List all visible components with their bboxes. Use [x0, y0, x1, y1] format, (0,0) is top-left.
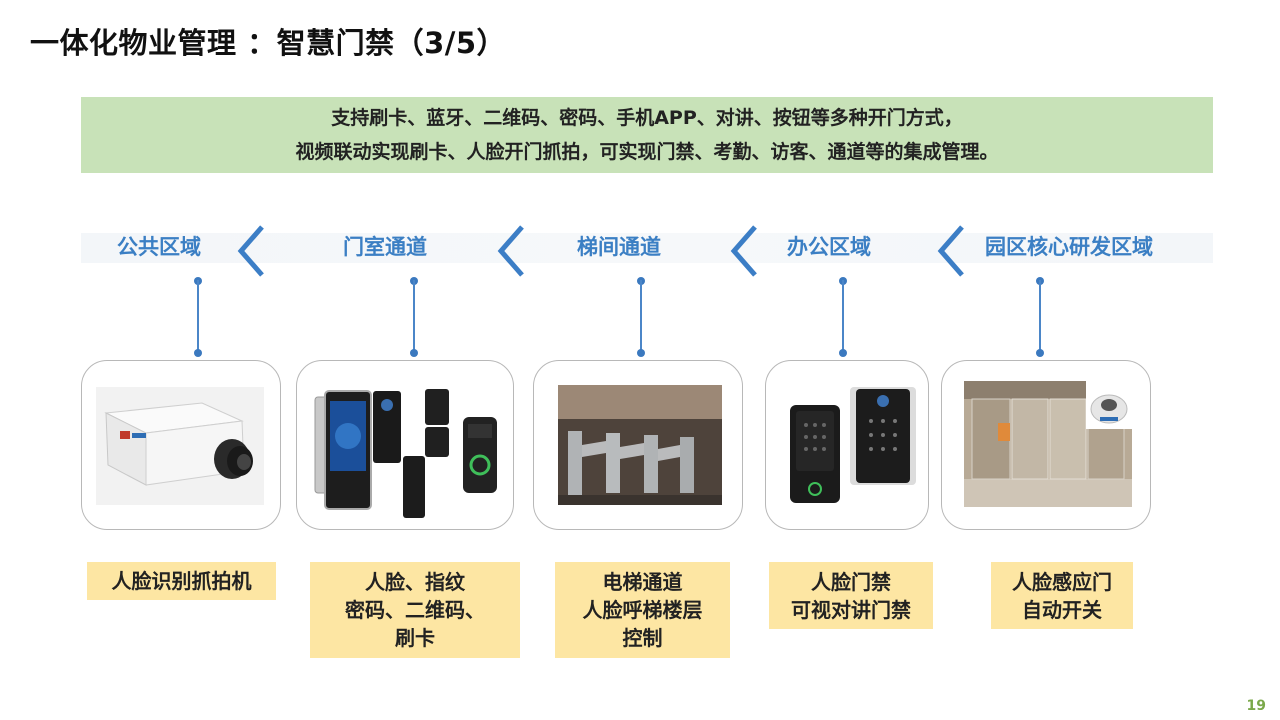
elevator-gates-image: [558, 385, 722, 505]
device-card-sensor-door: [941, 360, 1151, 530]
device-label-face-access: 人脸门禁 可视对讲门禁: [769, 562, 933, 629]
device-card-access-panels: [296, 360, 514, 530]
connector-dot: [410, 349, 418, 357]
area-label-core-rd: 园区核心研发区域: [985, 235, 1153, 259]
connector-dot: [637, 349, 645, 357]
banner-line-2: 视频联动实现刷卡、人脸开门抓拍，可实现门禁、考勤、访客、通道等的集成管理。: [295, 141, 999, 163]
area-label-public: 公共区域: [117, 235, 201, 259]
device-label-face-camera: 人脸识别抓拍机: [87, 562, 276, 600]
summary-banner: 支持刷卡、蓝牙、二维码、密码、手机APP、对讲、按钮等多种开门方式， 视频联动实…: [81, 97, 1213, 173]
device-label-line: 自动开关: [1022, 597, 1102, 622]
device-label-elevator-gates: 电梯通道 人脸呼梯楼层 控制: [555, 562, 730, 658]
device-card-elevator-gates: [533, 360, 743, 530]
chevron-left-icon: [497, 225, 524, 277]
device-label-line: 可视对讲门禁: [791, 597, 911, 622]
sensor-door-image: [964, 381, 1132, 507]
face-capture-camera-image: [96, 387, 264, 505]
banner-line-1: 支持刷卡、蓝牙、二维码、密码、手机APP、对讲、按钮等多种开门方式，: [331, 107, 963, 129]
area-band: [81, 233, 1213, 263]
face-access-panels-image: [790, 387, 916, 503]
connector-line: [197, 280, 199, 353]
device-label-line: 人脸、指纹: [365, 570, 465, 594]
device-card-face-access: [765, 360, 929, 530]
connector-line: [413, 280, 415, 353]
device-label-line: 人脸识别抓拍机: [111, 569, 252, 593]
connector-dot: [1036, 349, 1044, 357]
area-label-office: 办公区域: [787, 235, 871, 259]
connector-line: [842, 280, 844, 353]
device-label-line: 人脸门禁: [811, 569, 891, 594]
device-label-line: 电梯通道: [602, 570, 683, 594]
device-label-line: 人脸呼梯楼层: [582, 598, 703, 622]
page-number: 19: [1246, 698, 1266, 714]
device-label-line: 人脸感应门: [1012, 569, 1112, 594]
connector-line: [640, 280, 642, 353]
device-label-line: 密码、二维码、: [345, 598, 485, 622]
area-label-door-passage: 门室通道: [343, 235, 427, 259]
connector-dot: [194, 349, 202, 357]
device-label-line: 控制: [622, 626, 663, 650]
access-panels-image: [314, 389, 497, 518]
connector-dot: [839, 349, 847, 357]
area-label-stair-passage: 梯间通道: [577, 235, 661, 259]
device-card-face-camera: [81, 360, 281, 530]
device-label-access-panels: 人脸、指纹 密码、二维码、 刷卡: [310, 562, 520, 658]
device-label-sensor-door: 人脸感应门 自动开关: [991, 562, 1133, 629]
chevron-left-icon: [937, 225, 964, 277]
device-label-line: 刷卡: [395, 626, 435, 650]
page-title: 一体化物业管理 ：智慧门禁（3/5）: [30, 26, 507, 60]
chevron-left-icon: [730, 225, 757, 277]
chevron-left-icon: [237, 225, 264, 277]
connector-line: [1039, 280, 1041, 353]
